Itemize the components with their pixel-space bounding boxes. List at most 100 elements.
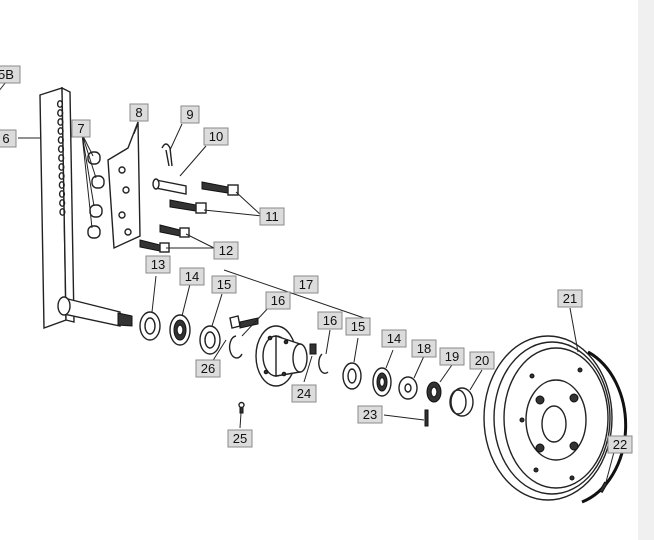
callout-label: 24 xyxy=(297,386,311,401)
callout-box xyxy=(0,65,21,84)
part-11-bolts xyxy=(169,181,239,214)
part-6-adjustment-bar xyxy=(39,86,75,329)
part-13-seal xyxy=(139,311,161,341)
callout-label: 16 xyxy=(323,313,337,328)
callout-14a: 14 xyxy=(179,267,205,286)
callout-12: 12 xyxy=(213,241,239,260)
callout-label: 26 xyxy=(201,361,215,376)
callout-label: 16 xyxy=(271,293,285,308)
part-20-dust-cap xyxy=(449,387,474,417)
part-21-wheel-rim xyxy=(483,335,628,504)
callout-label: 10 xyxy=(209,129,223,144)
part-14-bearing-left xyxy=(169,314,191,346)
callout-11: 11 xyxy=(259,207,285,226)
callout-label: 13 xyxy=(151,257,165,272)
callout-label: 14 xyxy=(387,331,401,346)
callout-6: 6 xyxy=(0,129,17,148)
callout-22: 22 xyxy=(607,435,633,454)
callout-19: 19 xyxy=(439,347,465,366)
part-25-fitting xyxy=(238,401,245,414)
part-16-snap-ring-left xyxy=(228,335,243,359)
callout-labels: 5B 6 7 8 9 10 11 12 13 14 15 16 17 16 15 14 18 19 20 21 22 23… xyxy=(0,65,633,454)
callout-box xyxy=(291,384,317,403)
part-26-bolt xyxy=(229,315,259,329)
callout-label: 14 xyxy=(185,269,199,284)
callout-box xyxy=(71,119,91,138)
part-23-cotter-pin xyxy=(424,409,429,427)
callout-box xyxy=(557,289,583,308)
callout-box xyxy=(213,241,239,260)
callout-box xyxy=(607,435,633,454)
callout-13: 13 xyxy=(145,255,171,274)
callout-25: 25 xyxy=(227,429,253,448)
part-18-washer xyxy=(398,376,418,400)
callout-label: 20 xyxy=(475,353,489,368)
part-10-pin xyxy=(152,178,187,195)
callout-16b: 16 xyxy=(317,311,343,330)
part-16-snap-ring-right xyxy=(318,353,329,374)
callout-label: 25 xyxy=(233,431,247,446)
callout-box xyxy=(129,103,149,122)
callout-label: 15 xyxy=(351,319,365,334)
callout-box xyxy=(265,291,291,310)
callout-15b: 15 xyxy=(345,317,371,336)
callout-21: 21 xyxy=(557,289,583,308)
callout-box xyxy=(195,359,221,378)
callout-box xyxy=(381,329,407,348)
part-12-bolts xyxy=(139,224,190,253)
diagram-viewer: 5B 6 7 8 9 10 11 12 13 14 15 16 17 16 15 14 18 19 20 21 22 23… xyxy=(0,65,633,504)
callout-box xyxy=(179,267,205,286)
callout-label: 21 xyxy=(563,291,577,306)
callout-label: 5B xyxy=(0,67,14,82)
callout-label: 7 xyxy=(77,121,84,136)
callout-box xyxy=(439,347,465,366)
callout-box xyxy=(259,207,285,226)
callout-14b: 14 xyxy=(381,329,407,348)
callout-26: 26 xyxy=(195,359,221,378)
callout-label: 19 xyxy=(445,349,459,364)
callout-box xyxy=(227,429,253,448)
callout-24: 24 xyxy=(291,384,317,403)
callout-20: 20 xyxy=(469,351,495,370)
leader-lines xyxy=(0,81,615,483)
part-14-bearing-right xyxy=(372,367,392,397)
callout-box xyxy=(293,275,319,294)
callout-box xyxy=(411,339,437,358)
callout-label: 18 xyxy=(417,341,431,356)
callout-label: 9 xyxy=(186,107,193,122)
part-17-hub xyxy=(255,325,308,387)
callout-label: 23 xyxy=(363,407,377,422)
callout-8: 8 xyxy=(129,103,149,122)
callout-box xyxy=(180,105,200,124)
callout-17: 17 xyxy=(293,275,319,294)
part-6-spindle xyxy=(57,296,133,327)
side-panel-strip xyxy=(638,0,654,540)
part-22-valve-stem xyxy=(598,481,608,494)
part-24-bolt xyxy=(309,343,317,355)
callout-box xyxy=(203,127,229,146)
callout-5B: 5B xyxy=(0,65,21,84)
callout-label: 12 xyxy=(219,243,233,258)
callout-label: 22 xyxy=(613,437,627,452)
callout-label: 11 xyxy=(265,209,279,224)
part-7-bushings xyxy=(87,151,105,239)
callout-label: 6 xyxy=(2,131,9,146)
callout-box xyxy=(145,255,171,274)
part-15-cup-left xyxy=(199,325,221,355)
callout-16a: 16 xyxy=(265,291,291,310)
part-19-castle-nut xyxy=(426,381,442,403)
callout-18: 18 xyxy=(411,339,437,358)
part-9-clip-pin xyxy=(161,143,173,167)
part-8-mounting-plate xyxy=(107,121,141,250)
callout-box xyxy=(345,317,371,336)
exploded-parts-diagram: 5B 6 7 8 9 10 11 12 13 14 15 16 17 16 15 14 18 19 20 21 22 23… xyxy=(0,65,633,504)
callout-box xyxy=(357,405,383,424)
callout-9: 9 xyxy=(180,105,200,124)
callout-23: 23 xyxy=(357,405,383,424)
callout-box xyxy=(317,311,343,330)
callout-15a: 15 xyxy=(211,275,237,294)
callout-label: 17 xyxy=(299,277,313,292)
callout-box xyxy=(0,129,17,148)
callout-7: 7 xyxy=(71,119,91,138)
callout-box xyxy=(211,275,237,294)
